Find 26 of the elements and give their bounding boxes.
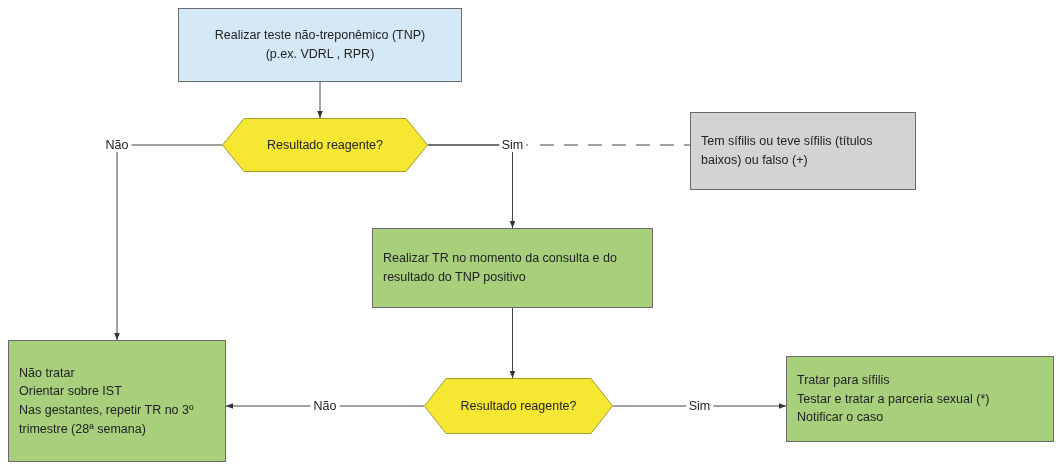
- edge-label: Sim: [498, 138, 527, 152]
- box-text: Orientar sobre IST: [19, 383, 123, 401]
- arrow: [317, 81, 323, 119]
- process-box: [690, 112, 916, 190]
- box-text: Realizar TR no momento da consulta e do resultado do TNP positivo: [383, 250, 618, 286]
- process-box: [8, 340, 226, 462]
- decision-question: Resultado reagente?: [460, 397, 577, 415]
- decision-hexagon: [222, 118, 428, 172]
- arrow: [427, 144, 516, 229]
- process-box: [178, 8, 462, 82]
- edge-label: Sim: [685, 399, 714, 413]
- process-box: [372, 228, 653, 308]
- box-text: Notificar o caso: [797, 409, 885, 427]
- arrow: [114, 144, 223, 341]
- arrow: [509, 307, 516, 379]
- box-text: Tratar para sífilis: [797, 371, 891, 389]
- box-text: Não tratar: [19, 364, 76, 382]
- box-text: Testar e tratar a parceria sexual (*): [797, 390, 991, 408]
- decision-question: Resultado reagente?: [266, 136, 384, 154]
- box-text: Tem sífilis ou teve sífilis (títulos baixos) ou falso (+): [701, 133, 874, 169]
- decision-hexagon: [424, 378, 613, 434]
- box-text: Nas gestantes, repetir TR no 3º trimestre (28ª semana): [19, 402, 195, 438]
- dashed-connector: [427, 144, 691, 146]
- box-text: Realizar teste não-treponêmico (TNP) (p.ex. VDRL , RPR): [213, 27, 427, 63]
- process-box: [786, 356, 1054, 442]
- edge-label: Não: [310, 399, 340, 413]
